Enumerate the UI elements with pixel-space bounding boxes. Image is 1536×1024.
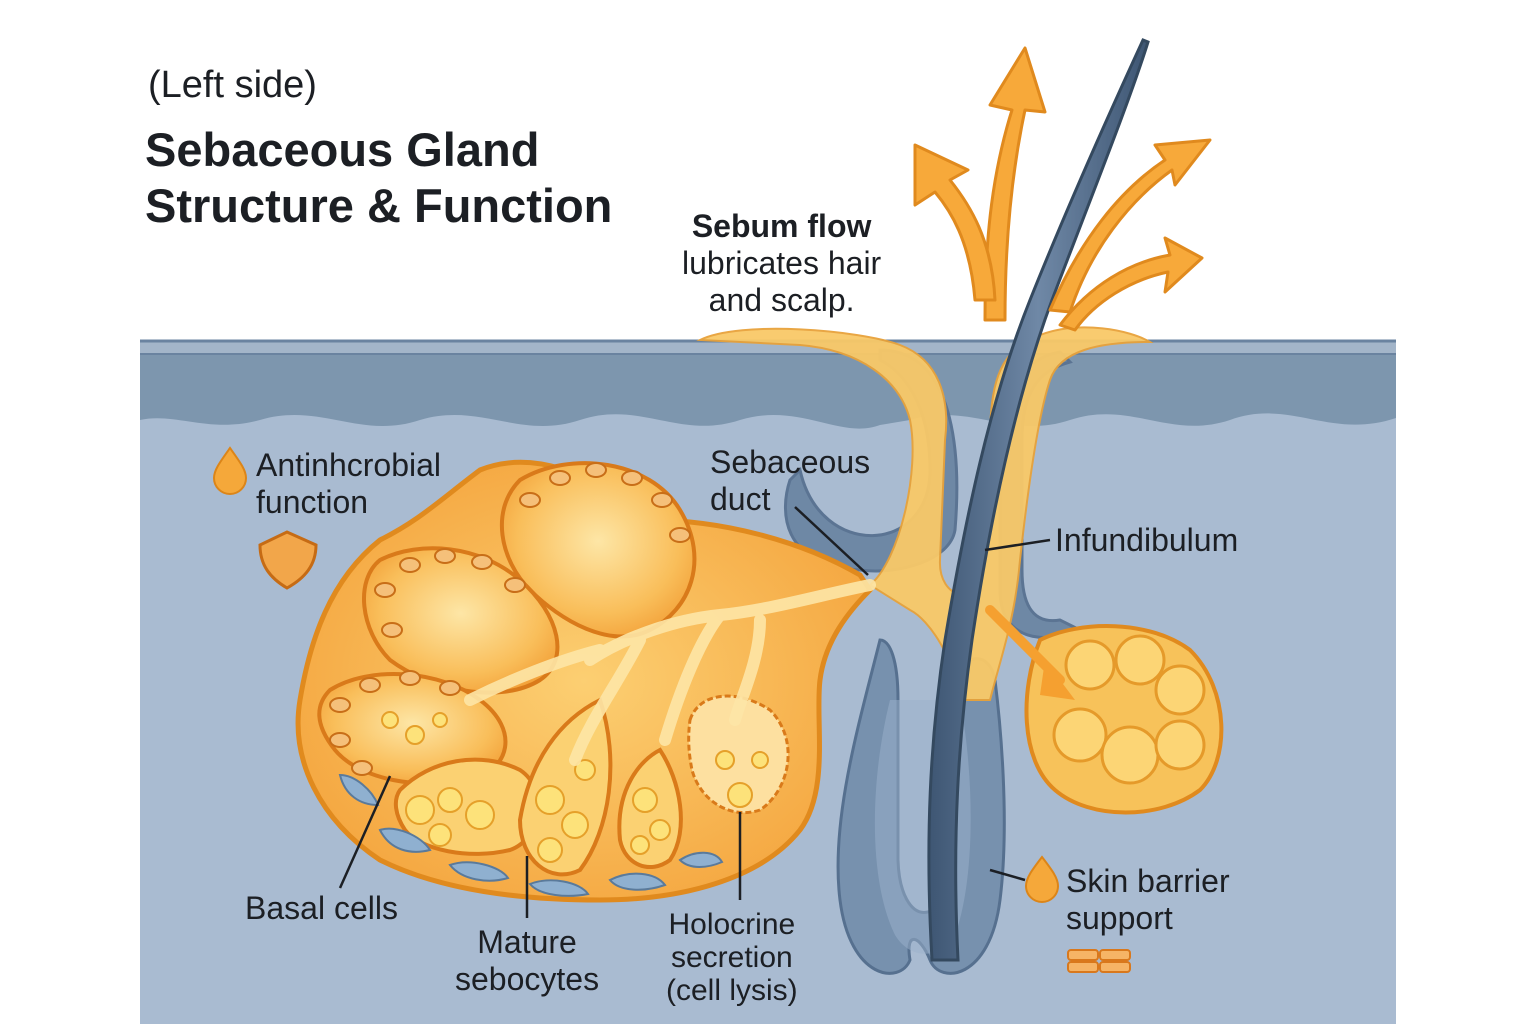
shield-icon (258, 530, 318, 590)
basal-cells-label: Basal cells (245, 890, 398, 926)
mature-line: Mature (477, 924, 577, 960)
duct-line: Sebaceous (710, 444, 871, 480)
antimicrobial-line: Antinhcrobial (256, 447, 441, 483)
title-line: Sebaceous Gland (145, 123, 540, 176)
diagram-title: Sebaceous Gland Structure & Function (145, 122, 612, 234)
holocrine-line: (cell lysis) (666, 974, 798, 1007)
hair-shaft (927, 38, 1150, 962)
sebum-flow-title: Sebum flow (691, 208, 872, 244)
diagram-subtitle: (Left side) (148, 64, 317, 106)
lipid-droplets (381, 711, 769, 863)
sebum-arrow-icon (913, 46, 1212, 332)
mature-line: sebocytes (455, 961, 600, 997)
sebum-flow-label: Sebum flow lubricates hair and scalp. (682, 208, 881, 319)
sebaceous-duct-label: Sebaceous duct (710, 444, 870, 518)
infundibulum-label: Infundibulum (1055, 522, 1239, 558)
barrier-line: Skin barrier (1066, 863, 1230, 899)
sebaceous-gland (295, 459, 876, 903)
duct-branches (464, 579, 876, 766)
mature-sebocytes-label: Mature sebocytes (455, 924, 599, 998)
holocrine-line: Holocrine (668, 908, 796, 941)
secondary-gland-cluster (985, 605, 1224, 815)
barrier-line: support (1066, 900, 1173, 936)
label-leaders (338, 506, 1051, 918)
sebum-flow-desc: and scalp. (708, 282, 855, 318)
barrier-icon (1067, 949, 1131, 973)
antimicrobial-line: function (256, 484, 369, 520)
skin-barrier-label: Skin barrier support (1066, 863, 1230, 937)
holocrine-line: secretion (670, 941, 793, 974)
sebum-pool (696, 326, 1154, 701)
cell-border (329, 462, 691, 776)
antimicrobial-label: Antinhcrobial function (256, 447, 441, 521)
droplet-icon (212, 446, 248, 495)
sebum-flow-desc: lubricates hair (682, 245, 882, 281)
droplet-icon (1024, 855, 1060, 903)
title-line: Structure & Function (145, 179, 613, 232)
duct-line: duct (710, 481, 771, 517)
holocrine-label: Holocrine secretion (cell lysis) (666, 908, 798, 1007)
